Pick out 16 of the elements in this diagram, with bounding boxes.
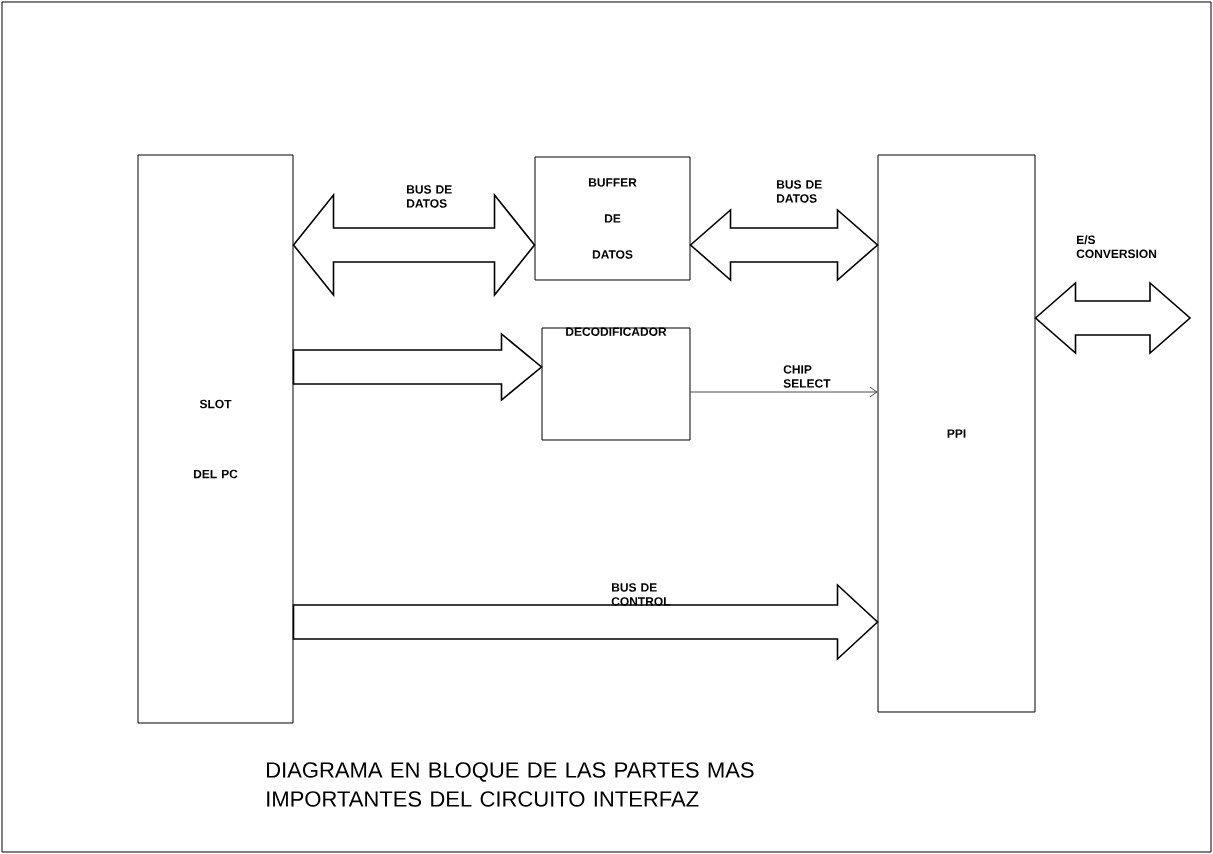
- edge-label: E/S CONVERSION: [1076, 235, 1157, 258]
- bus-arrow: [1034, 281, 1192, 355]
- block-box: DECODIFICADOR: [541, 327, 691, 441]
- edge-label: BUS DE DATOS: [777, 180, 822, 203]
- edge-label: BUS DE CONTROL: [611, 583, 671, 606]
- block-box: BUFFER DE DATOS: [534, 156, 691, 281]
- caption: DIAGRAMA EN BLOQUE DE LAS PARTES MAS IMPORTANTES DEL CIRCUITO INTERFAZ: [267, 762, 754, 807]
- block-box: SLOT DEL PC: [137, 154, 294, 724]
- signal-arrow: [690, 386, 878, 398]
- bus-arrow: [292, 332, 543, 402]
- bus-arrow: [292, 192, 536, 298]
- block-box: PPI: [877, 154, 1036, 713]
- edge-label: BUS DE DATOS: [407, 185, 452, 208]
- bus-arrow: [292, 583, 879, 661]
- edge-label: CHIP SELECT: [783, 365, 831, 388]
- bus-arrow: [689, 208, 879, 282]
